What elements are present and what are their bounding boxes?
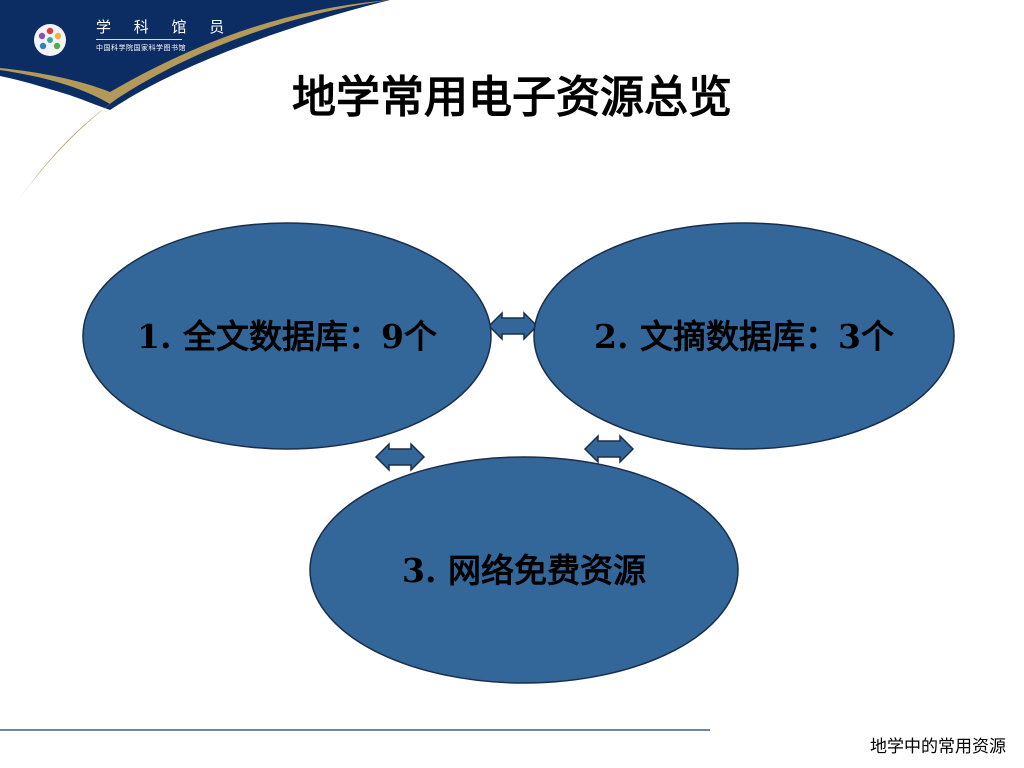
logo-icon — [34, 24, 66, 56]
footer-text: 地学中的常用资源 — [870, 737, 1006, 757]
logo-rule — [96, 39, 182, 40]
logo-title: 学 科 馆 员 — [96, 18, 234, 36]
logo-text: 学 科 馆 员 中国科学院国家科学图书馆 — [96, 18, 233, 53]
header-white-curve — [0, 79, 105, 111]
node-label-fulltext: 1. 全文数据库：9个 — [137, 317, 437, 356]
node-label-abstract: 2. 文摘数据库：3个 — [594, 317, 894, 356]
arrow-abstract-free — [583, 434, 635, 464]
logo-subtitle: 中国科学院国家科学图书馆 — [96, 44, 186, 52]
node-label-free: 3. 网络免费资源 — [402, 551, 646, 590]
slide-title: 地学常用电子资源总览 — [292, 72, 732, 123]
node-fulltext-db — [82, 222, 492, 450]
arrow-fulltext-abstract — [487, 311, 539, 341]
node-free-resources — [309, 456, 739, 684]
arrow-fulltext-free — [374, 442, 426, 472]
node-abstract-db — [533, 222, 955, 450]
